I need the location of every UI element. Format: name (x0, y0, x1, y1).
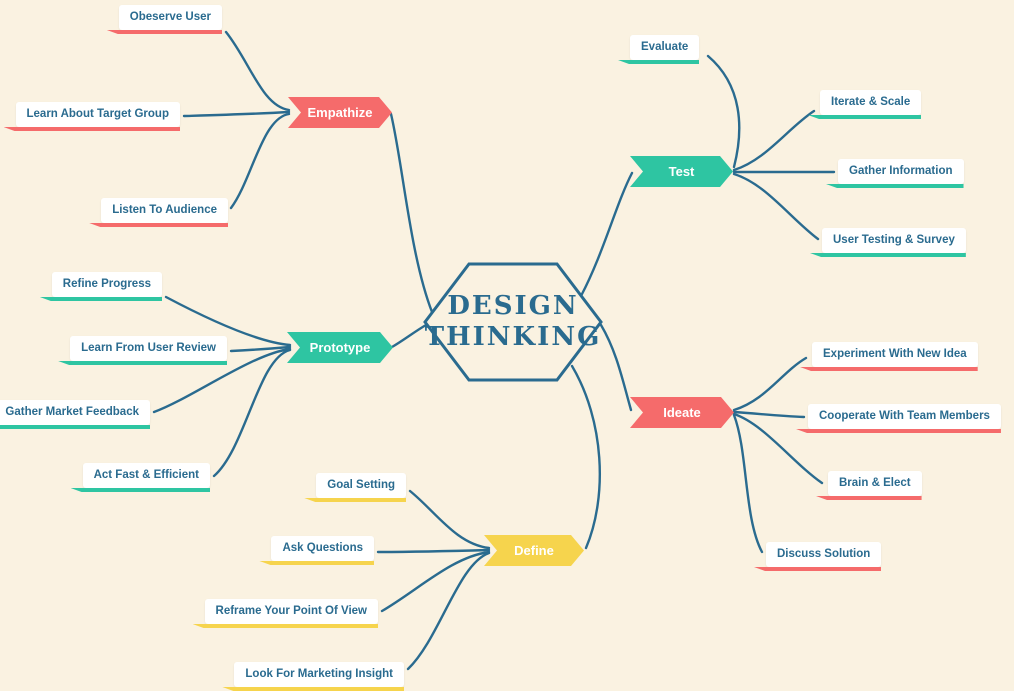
connector-test-child (706, 54, 741, 169)
connector-define-child (408, 489, 491, 550)
node-brain-and-elect[interactable]: Brain & Elect (828, 471, 922, 496)
branch-label: Prototype (309, 340, 371, 355)
node-label: Discuss Solution (777, 548, 871, 560)
node-cooperate-with-team-members[interactable]: Cooperate With Team Members (808, 404, 1001, 429)
connector-test-child (732, 172, 820, 241)
node-label: Gather Information (849, 165, 953, 177)
connector-prototype-child (152, 347, 292, 414)
node-label: Act Fast & Efficient (93, 469, 199, 481)
connector-center-define (570, 364, 602, 550)
node-label: Learn About Target Group (26, 108, 169, 120)
node-act-fast-and-efficient[interactable]: Act Fast & Efficient (82, 463, 210, 488)
node-listen-to-audience[interactable]: Listen To Audience (101, 198, 228, 223)
node-user-testing-and-survey[interactable]: User Testing & Survey (822, 228, 966, 253)
branch-label: Define (514, 543, 554, 558)
node-label: Obeserve User (129, 11, 211, 23)
node-iterate-and-scale[interactable]: Iterate & Scale (820, 90, 922, 115)
node-label: Listen To Audience (112, 204, 217, 216)
node-evaluate[interactable]: Evaluate (630, 35, 700, 60)
node-experiment-with-new-idea[interactable]: Experiment With New Idea (812, 342, 978, 367)
connector-center-ideate (599, 323, 633, 412)
connector-define-child (380, 550, 491, 613)
node-goal-setting[interactable]: Goal Setting (316, 473, 406, 498)
branch-prototype[interactable]: Prototype (287, 332, 393, 363)
node-refine-progress[interactable]: Refine Progress (51, 272, 162, 297)
connector-define-child (376, 548, 491, 554)
center-title-line1: DESIGN (447, 290, 579, 321)
connector-empathize-child (182, 110, 291, 118)
node-label: Cooperate With Team Members (819, 410, 990, 422)
node-look-for-marketing-insight[interactable]: Look For Marketing Insight (234, 662, 404, 687)
branch-label: Empathize (307, 105, 373, 120)
node-label: User Testing & Survey (833, 234, 955, 246)
connector-prototype-child (164, 295, 292, 347)
connector-test-child (732, 109, 816, 172)
node-label: Experiment With New Idea (823, 348, 967, 360)
connector-prototype-child (229, 345, 292, 353)
node-label: Refine Progress (62, 278, 151, 290)
branch-label: Test (668, 164, 695, 179)
node-label: Evaluate (641, 41, 689, 53)
connector-define-child (406, 551, 491, 671)
connector-center-prototype (390, 323, 428, 349)
connector-empathize-child (224, 30, 291, 112)
branch-ideate[interactable]: Ideate (630, 397, 734, 428)
connector-center-test (579, 171, 634, 298)
branch-empathize[interactable]: Empathize (288, 97, 392, 128)
node-label: Brain & Elect (839, 477, 911, 489)
node-gather-market-feedback[interactable]: Gather Market Feedback (0, 400, 150, 425)
node-label: Goal Setting (327, 479, 395, 491)
connector-ideate-child (732, 413, 764, 554)
center-hexagon[interactable] (423, 262, 603, 382)
connector-ideate-child (732, 412, 824, 485)
node-ask-questions[interactable]: Ask Questions (271, 536, 374, 561)
connector-ideate-child (732, 356, 808, 412)
center-title-line2: THINKING (424, 322, 602, 352)
branch-define[interactable]: Define (484, 535, 584, 566)
node-discuss-solution[interactable]: Discuss Solution (766, 542, 882, 567)
node-label: Reframe Your Point Of View (215, 605, 367, 617)
connector-prototype-child (212, 348, 292, 478)
connector-center-empathize (389, 112, 434, 314)
node-reframe-your-point-of-view[interactable]: Reframe Your Point Of View (204, 599, 378, 624)
node-label: Gather Market Feedback (5, 406, 139, 418)
center-node[interactable]: DESIGN THINKING (425, 264, 601, 380)
node-label: Look For Marketing Insight (245, 668, 393, 680)
node-learn-from-user-review[interactable]: Learn From User Review (70, 336, 227, 361)
branch-label: Ideate (663, 405, 701, 420)
branch-test[interactable]: Test (630, 156, 733, 187)
node-label: Learn From User Review (81, 342, 216, 354)
node-gather-information[interactable]: Gather Information (838, 159, 964, 184)
node-label: Ask Questions (282, 542, 363, 554)
connector-ideate-child (732, 410, 806, 419)
node-obeserve-user[interactable]: Obeserve User (118, 5, 222, 30)
node-learn-about-target-group[interactable]: Learn About Target Group (15, 102, 180, 127)
node-label: Iterate & Scale (831, 96, 911, 108)
connector-empathize-child (229, 112, 291, 210)
